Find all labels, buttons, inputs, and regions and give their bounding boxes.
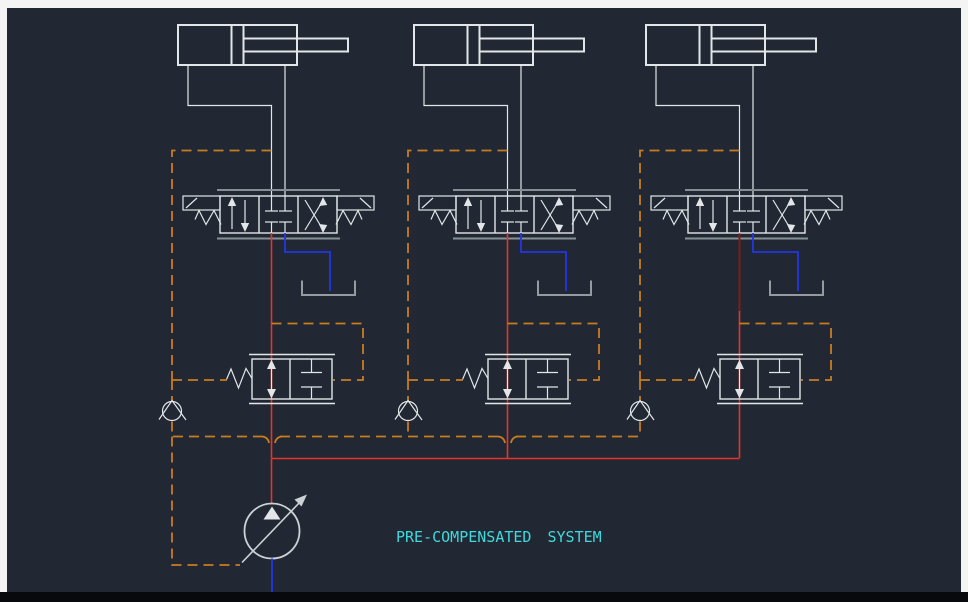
- bottom-bar: [0, 592, 968, 602]
- pump-load-sense-line: [171, 436, 240, 566]
- variable-arrow-head: [294, 494, 307, 507]
- supply-bus: [270, 457, 740, 504]
- load-sense-bus: [173, 435, 640, 444]
- pump-flow-triangle: [263, 506, 281, 520]
- line-hop: [510, 435, 519, 444]
- line-hop: [274, 435, 283, 444]
- line-hop: [497, 435, 506, 444]
- line-hop: [261, 435, 270, 444]
- drawing-canvas: [7, 8, 961, 592]
- variable-pump: [241, 494, 307, 592]
- drawing-title: PRE-COMPENSATED SYSTEM: [396, 528, 602, 546]
